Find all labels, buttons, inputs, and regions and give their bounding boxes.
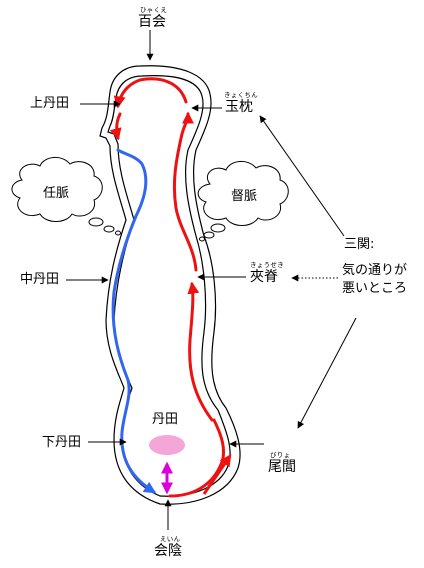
cloud-ninmyaku-bubble-3: [115, 230, 121, 236]
hyakue-label: 百会: [138, 14, 166, 30]
back-channel-lower-arrow: [202, 454, 232, 495]
cloud-ninmyaku-bubble-2: [103, 225, 115, 233]
arrow-sankan-gyokuchin: [259, 115, 345, 237]
ninmyaku-label: 任脈: [43, 186, 70, 201]
kyoseki-reading: きょうせき: [250, 261, 284, 269]
ein-reading: えいん: [160, 535, 181, 543]
gyokuchin-reading: きょくちん: [224, 91, 258, 99]
tokumyaku-label: 督脈: [231, 189, 258, 204]
ein-label: 会陰: [154, 543, 182, 559]
sankan-line-1: 気の通りが: [342, 263, 408, 278]
arrow-sankan-biryo: [297, 317, 357, 429]
cloud-tokumyaku-bubble-1: [210, 223, 226, 233]
biryo-label: 尾閭: [268, 459, 296, 475]
cloud-tokumyaku-bubble-2: [203, 231, 215, 239]
sankan-title: 三関:: [344, 237, 375, 252]
sankan-line-2: 悪いところ: [342, 281, 408, 296]
tanden-ellipse: [149, 435, 185, 455]
biryo-reading: びりょ: [270, 451, 291, 459]
cloud-ninmyaku-bubble-1: [88, 217, 104, 227]
hyakue-reading: ひゃくえ: [140, 6, 168, 14]
back-channel-head: [113, 77, 188, 109]
cloud-ninmyaku: [11, 157, 103, 222]
front-channel: [111, 148, 157, 494]
back-channel-middle: [187, 281, 214, 422]
cloud-tokumyaku: [197, 161, 289, 226]
kyoseki-label: 夾脊: [250, 269, 278, 285]
jotanden-label: 上丹田: [30, 96, 70, 111]
getanden-label: 下丹田: [42, 435, 82, 450]
cloud-tokumyaku-bubble-3: [199, 236, 205, 242]
body-outline-outer: [99, 65, 241, 505]
back-channel-lower: [168, 418, 226, 498]
body-outline-inner: [107, 75, 231, 497]
back-channel-face: [109, 112, 122, 141]
back-channel-upper: [172, 111, 198, 272]
tanden-label: 丹田: [152, 412, 179, 427]
chutanden-label: 中丹田: [20, 272, 60, 287]
gyokuchin-label: 玉枕: [225, 99, 253, 115]
